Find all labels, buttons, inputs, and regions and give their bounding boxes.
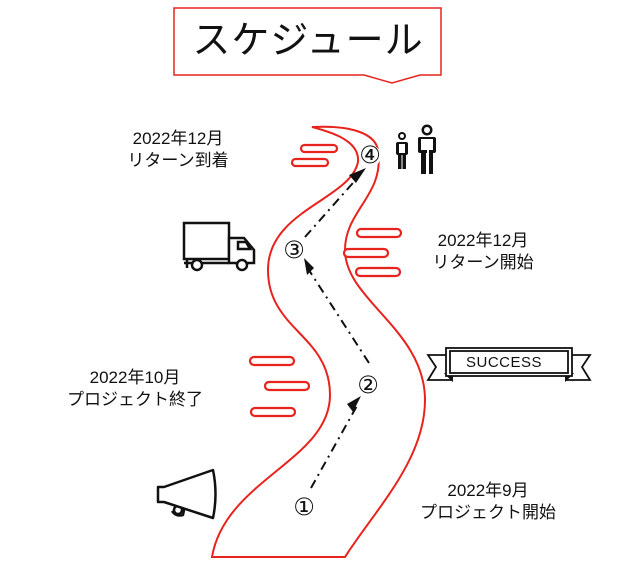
success-banner-text: SUCCESS [465,354,543,371]
step-marker-3: ③ [283,237,305,264]
arrowhead-2 [347,396,361,412]
milestone-4-date: 2022年12月 [132,129,224,148]
milestone-3-date: 2022年12月 [437,231,529,250]
page-title: スケジュール [192,18,424,62]
route-arrow-3-4 [304,174,361,238]
milestone-2-date: 2022年10月 [89,368,181,387]
milestone-1-date: 2022年9月 [447,481,529,500]
milestone-2-title: プロジェクト終了 [67,390,203,409]
step-marker-1: ① [293,494,315,521]
road-path [210,125,427,558]
megaphone-icon [156,468,217,520]
milestone-3-label: 2022年12月 リターン開始 [403,230,563,274]
milestone-2-label: 2022年10月 プロジェクト終了 [45,367,225,411]
speed-bars-right [342,227,403,278]
step-marker-2: ② [357,372,379,399]
truck-icon [182,221,256,272]
step-marker-4: ④ [359,142,381,169]
people-icon [396,124,436,174]
milestone-1-label: 2022年9月 プロジェクト開始 [398,480,578,524]
milestone-4-title: リターン到着 [127,151,229,170]
speed-bars-left [248,355,311,418]
speed-bars-top-left [290,143,339,168]
milestone-1-title: プロジェクト開始 [420,503,556,522]
milestone-3-title: リターン開始 [432,253,534,272]
title-callout-box [173,7,442,84]
arrowhead-3 [304,258,314,275]
route-arrow-1-2 [310,403,359,489]
route-arrow-2-3 [304,263,370,364]
milestone-4-label: 2022年12月 リターン到着 [98,128,258,172]
arrowhead-4 [349,168,366,183]
success-banner-icon [426,347,592,383]
